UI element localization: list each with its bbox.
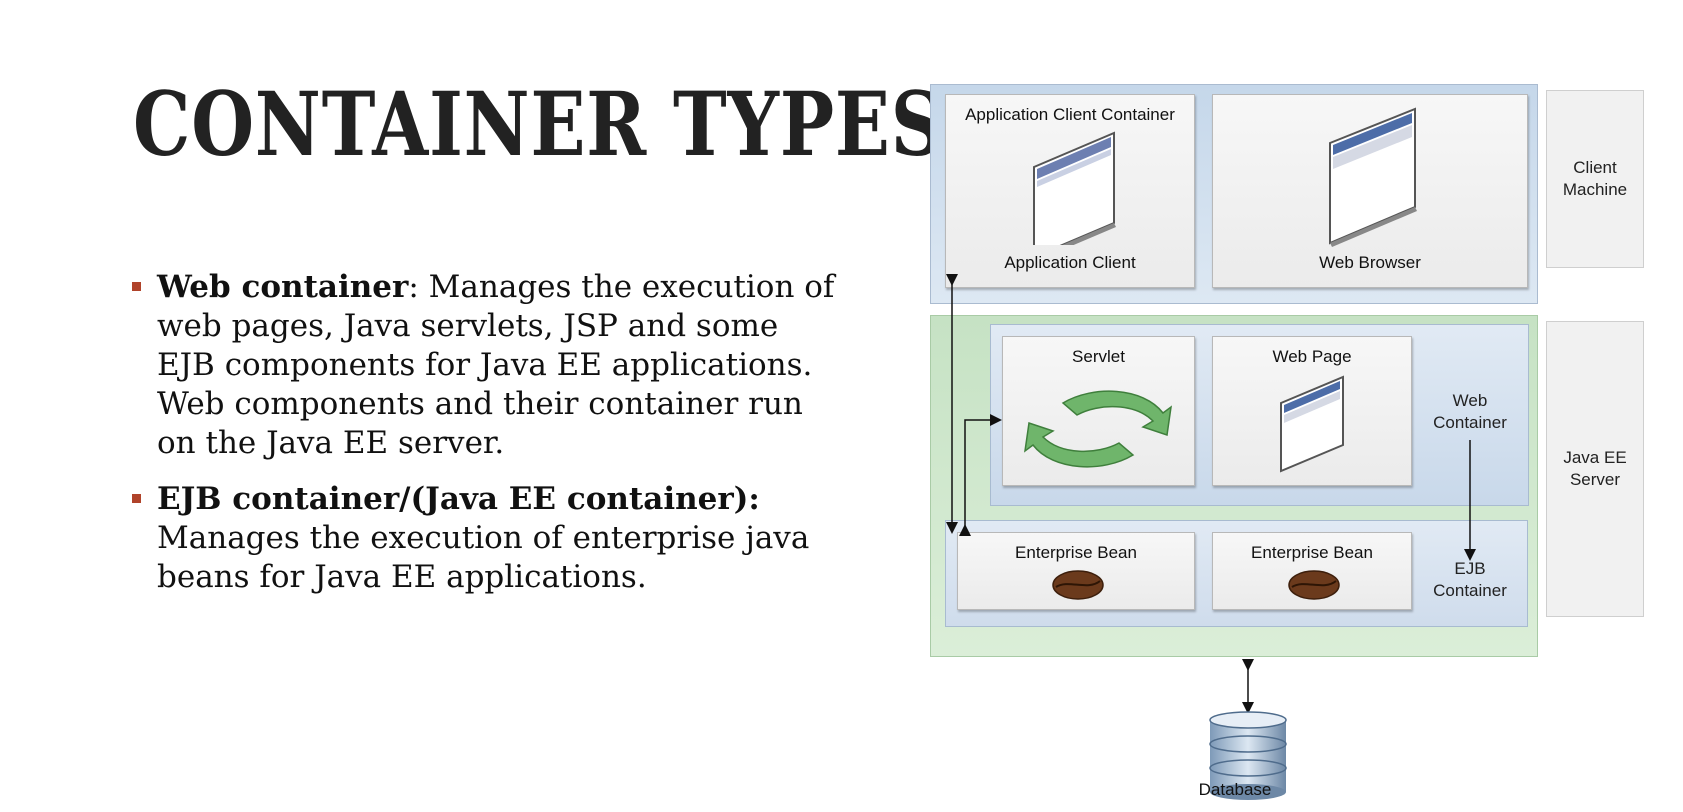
bullet-ejb-container: EJB container/(Java EE container): Manag…: [128, 480, 838, 597]
bullet-list: Web container: Manages the execution of …: [128, 268, 838, 614]
cycle-arrows-icon: [1024, 390, 1172, 468]
bullet-term: EJB container/(Java EE container):: [157, 481, 760, 517]
client-machine-box: Client Machine: [1546, 90, 1644, 268]
bullet-term: Web container: [157, 269, 409, 305]
web-browser-box: Web Browser: [1212, 94, 1528, 288]
database-label: Database: [1198, 780, 1272, 799]
connector-arrows: [946, 274, 1476, 714]
enterprise-bean-label: Enterprise Bean: [1015, 543, 1137, 562]
servlet-label: Servlet: [1072, 347, 1125, 366]
bullet-marker: [132, 282, 141, 291]
bullet-marker: [132, 494, 141, 503]
client-machine-label: Client Machine: [1562, 158, 1628, 199]
web-page-box: Web Page: [1212, 336, 1412, 486]
browser-icon: [1329, 107, 1417, 247]
bullet-text: Manages the execution of enterprise java…: [157, 520, 810, 595]
web-browser-label: Web Browser: [1319, 253, 1421, 272]
app-client-container-label: Application Client Container: [965, 105, 1175, 124]
app-client-label: Application Client: [1004, 253, 1136, 272]
enterprise-bean-box-1: Enterprise Bean: [957, 532, 1195, 610]
bullet-web-container: Web container: Manages the execution of …: [128, 268, 838, 463]
enterprise-bean-label: Enterprise Bean: [1251, 543, 1373, 562]
java-ee-architecture-diagram: Client Machine Application Client Contai…: [930, 80, 1650, 810]
ejb-to-servlet-arrow: [959, 414, 1002, 536]
ejb-container-label: EJB Container: [1433, 559, 1507, 600]
web-container-label: Web Container: [1433, 391, 1507, 432]
application-client-container-box: Application Client Container Application…: [945, 94, 1195, 288]
web-page-label: Web Page: [1272, 347, 1352, 366]
slide-title: CONTAINER TYPES: [133, 72, 944, 176]
window-icon: [1280, 375, 1344, 473]
enterprise-bean-box-2: Enterprise Bean: [1212, 532, 1412, 610]
servlet-box: Servlet: [1002, 336, 1195, 486]
java-ee-server-label: Java EE Server: [1563, 448, 1627, 489]
database-icon: [1209, 711, 1287, 800]
bullet-text: : Manages the execution of web pages, Ja…: [157, 269, 835, 461]
java-ee-server-box: Java EE Server: [1546, 321, 1644, 617]
window-icon: [1033, 131, 1116, 245]
coffee-bean-icon: [1052, 570, 1104, 600]
coffee-bean-icon: [1288, 570, 1340, 600]
